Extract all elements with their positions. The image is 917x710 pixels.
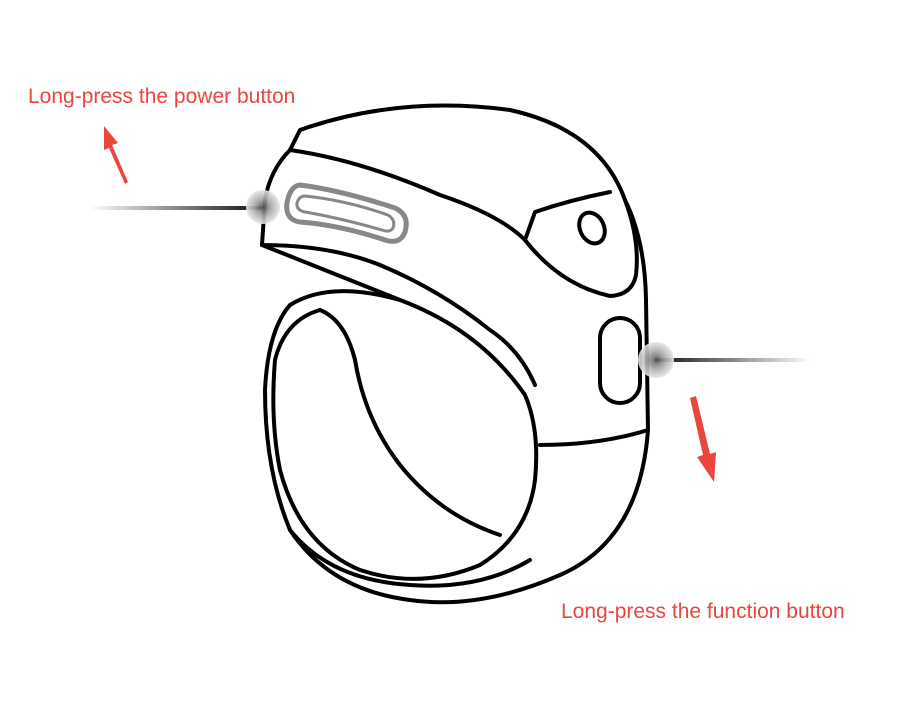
arrow-up-left-icon — [104, 126, 128, 184]
ring-outline — [260, 103, 650, 605]
function-pointer-line — [655, 358, 810, 362]
power-button-slot — [284, 182, 409, 244]
function-button-marker — [638, 342, 674, 378]
power-pointer-line — [90, 206, 262, 210]
power-button-marker — [246, 190, 280, 224]
arrow-down-icon — [690, 396, 716, 482]
power-button-label: Long-press the power button — [28, 85, 296, 108]
function-button-label: Long-press the function button — [561, 600, 845, 623]
